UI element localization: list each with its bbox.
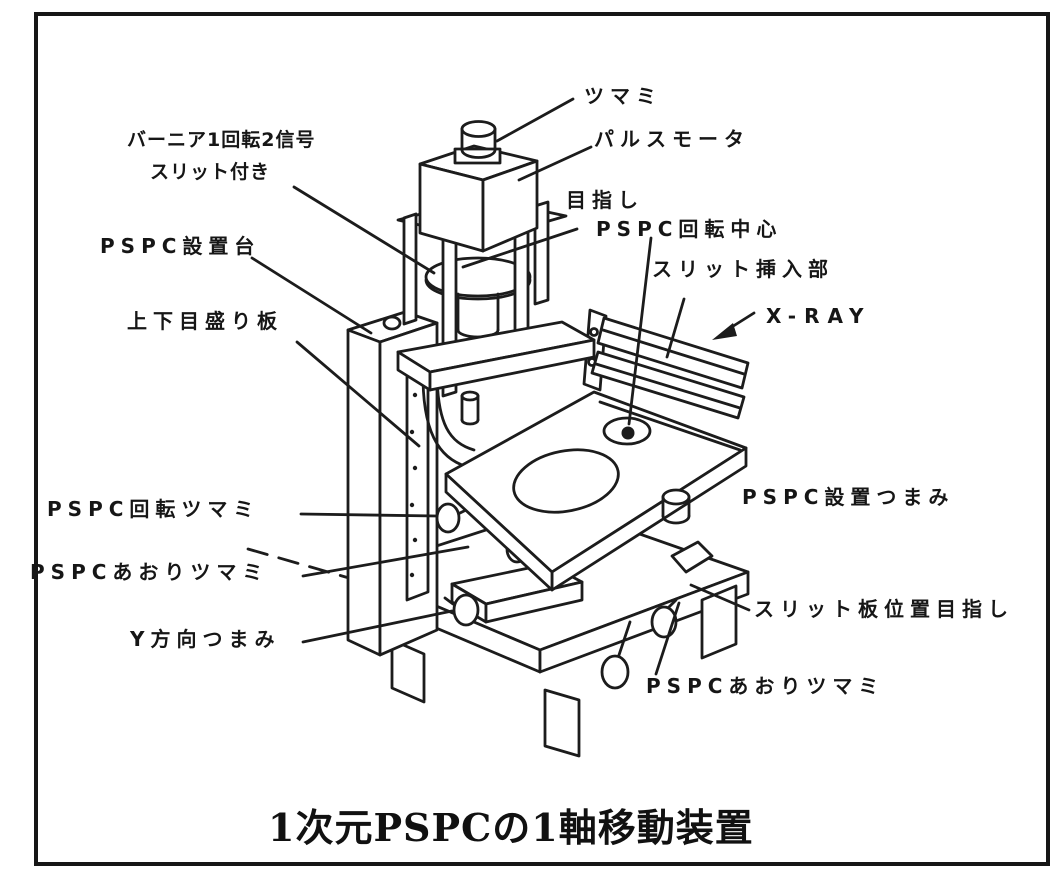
pspc-platform-drawing bbox=[444, 390, 748, 592]
label-y-direction-knob: Y方向つまみ bbox=[130, 627, 281, 651]
label-vernier-line2: スリット付き bbox=[150, 161, 271, 183]
label-slit-insertion: スリット挿入部 bbox=[652, 257, 834, 281]
setting-knob-drawing bbox=[661, 488, 691, 525]
leader-scale-plate bbox=[295, 340, 421, 448]
label-rotation-knob: PSPC回転ツマミ bbox=[47, 497, 260, 521]
leader-rotation-knob bbox=[299, 512, 439, 518]
label-setting-knob: PSPC設置つまみ bbox=[742, 485, 955, 509]
leader-tilt-right bbox=[654, 601, 681, 676]
label-pspc-stand: PSPC設置台 bbox=[100, 234, 261, 258]
leader-slit-insertion bbox=[665, 297, 686, 359]
slit-plate-bracket-drawing bbox=[670, 540, 714, 574]
leader-top-knob bbox=[495, 97, 575, 143]
pspc-hole-drawing bbox=[512, 448, 620, 514]
label-tilt-knob-left: PSPCあおりツマミ bbox=[30, 560, 269, 584]
leader-tilt-left bbox=[301, 545, 470, 578]
rotation-knob-drawing bbox=[435, 502, 461, 534]
pulse-motor-drawing bbox=[418, 120, 539, 253]
leader-slit-plate-mark bbox=[689, 583, 751, 612]
figure-caption: 1次元PSPCの1軸移動装置 bbox=[268, 805, 754, 850]
y-knob-drawing bbox=[452, 593, 480, 627]
label-vernier-line1: バーニア1回転2信号 bbox=[127, 129, 316, 151]
leader-lines bbox=[250, 97, 751, 676]
slit-rail-drawing bbox=[582, 308, 750, 420]
label-slit-plate-mark: スリット板位置目指し bbox=[754, 597, 1014, 621]
label-xray: X-RAY bbox=[766, 304, 872, 328]
leader-y-knob bbox=[301, 609, 454, 644]
label-tilt-knob-right: PSPCあおりツマミ bbox=[646, 674, 885, 698]
label-rotation-center: PSPC回転中心 bbox=[596, 217, 783, 241]
label-pulse-motor: パルスモータ bbox=[594, 127, 750, 151]
screw-drawing bbox=[460, 390, 480, 426]
rotation-center-drawing bbox=[602, 416, 652, 446]
label-pointer-mark: 目指し bbox=[566, 188, 644, 212]
leader-pulse-motor bbox=[517, 145, 593, 182]
leader-rotation-center bbox=[627, 236, 653, 426]
xray-arrow-icon bbox=[712, 311, 756, 340]
leader-vernier bbox=[292, 185, 436, 275]
base-tilt-knobs-drawing bbox=[600, 598, 678, 690]
label-scale-plate: 上下目盛り板 bbox=[127, 309, 283, 333]
leader-pointer-mark bbox=[461, 227, 579, 269]
label-top-knob: ツマミ bbox=[584, 84, 662, 108]
left-column-drawing bbox=[346, 310, 476, 657]
base-table-drawing bbox=[246, 504, 750, 758]
leader-pspc-stand bbox=[250, 256, 373, 335]
top-knob-drawing bbox=[453, 120, 502, 165]
figure-frame bbox=[34, 12, 1050, 866]
